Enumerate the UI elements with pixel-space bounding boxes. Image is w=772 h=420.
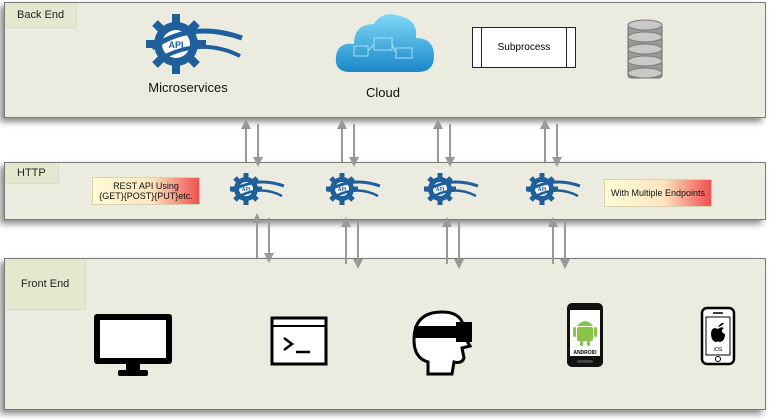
http-tag: HTTP <box>5 163 58 183</box>
endpoints-note: With Multiple Endpoints <box>604 179 712 207</box>
rest-api-note: REST API Using {GET}{POST}{PUT}etc. <box>92 177 200 205</box>
android-label: ANDROID <box>573 350 597 356</box>
cloud-icon <box>335 14 434 72</box>
microservices-gear-icon: API <box>146 14 243 74</box>
ios-label: iOS <box>714 347 723 353</box>
api-gear-icon: API <box>424 173 479 205</box>
terminal-icon <box>270 316 328 366</box>
api-badge: API <box>242 187 251 193</box>
api-badge: API <box>338 187 347 193</box>
rest-api-note-line2: {GET}{POST}{PUT}etc. <box>99 191 193 201</box>
microservices-label: Microservices <box>148 80 228 95</box>
api-badge: API <box>436 187 445 193</box>
vr-headset-icon <box>412 310 473 376</box>
cloud-label: Cloud <box>366 85 400 100</box>
rest-api-note-line1: REST API Using <box>113 181 179 191</box>
microservices-api-badge: API <box>168 40 183 50</box>
api-gear-icon: API <box>230 173 285 205</box>
front-end-tag: Front End <box>5 259 86 309</box>
ios-phone-icon: iOS <box>700 306 736 366</box>
api-badge: API <box>538 187 547 193</box>
back-end-tag: Back End <box>5 3 77 27</box>
api-gear-icon: API <box>526 173 581 205</box>
api-gear-icon: API <box>326 173 381 205</box>
desktop-monitor-icon <box>94 314 172 376</box>
subprocess-box: Subprocess <box>472 27 576 68</box>
database-icon <box>627 19 663 79</box>
android-phone-icon: ANDROID <box>567 303 603 367</box>
